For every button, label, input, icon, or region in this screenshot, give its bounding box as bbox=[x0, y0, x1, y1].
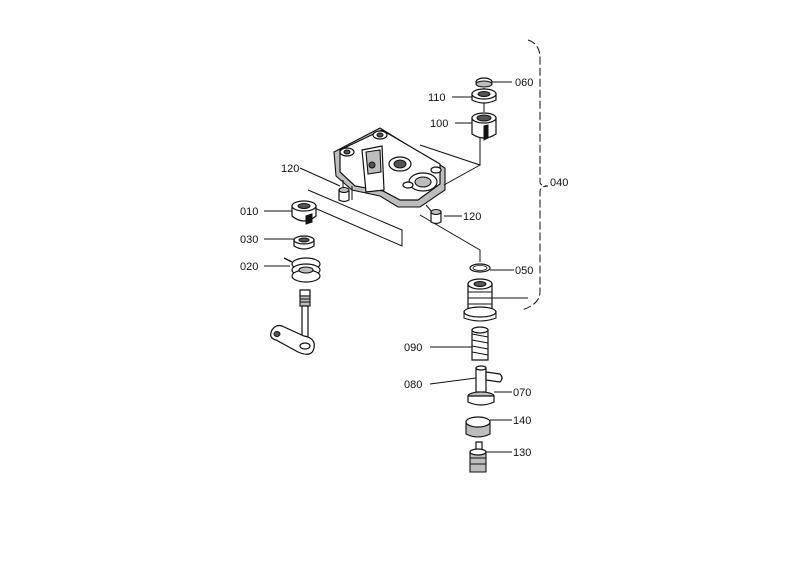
label-080: 080 bbox=[404, 379, 422, 391]
housing-bracket bbox=[333, 127, 446, 208]
leader-lines bbox=[264, 81, 514, 453]
label-120-lower: 120 bbox=[463, 211, 481, 223]
right-stack-parts bbox=[463, 263, 503, 473]
label-110: 110 bbox=[428, 92, 446, 104]
left-parts bbox=[270, 200, 321, 355]
pins-120 bbox=[338, 186, 442, 225]
label-020: 020 bbox=[240, 261, 258, 273]
label-120-upper: 120 bbox=[281, 163, 299, 175]
label-070: 070 bbox=[513, 387, 531, 399]
assembly-lines bbox=[307, 88, 485, 262]
label-090: 090 bbox=[404, 342, 422, 354]
group-bracket-040 bbox=[492, 39, 549, 311]
label-050: 050 bbox=[515, 265, 533, 277]
label-140: 140 bbox=[513, 415, 531, 427]
label-130: 130 bbox=[513, 447, 531, 459]
top-right-parts bbox=[471, 77, 497, 141]
label-040: 040 bbox=[550, 177, 568, 189]
label-060: 060 bbox=[515, 77, 533, 89]
label-100: 100 bbox=[430, 118, 448, 130]
part-labels: 060 110 100 120 040 010 120 030 020 050 … bbox=[240, 77, 568, 459]
label-030: 030 bbox=[240, 234, 258, 246]
label-010: 010 bbox=[240, 206, 258, 218]
